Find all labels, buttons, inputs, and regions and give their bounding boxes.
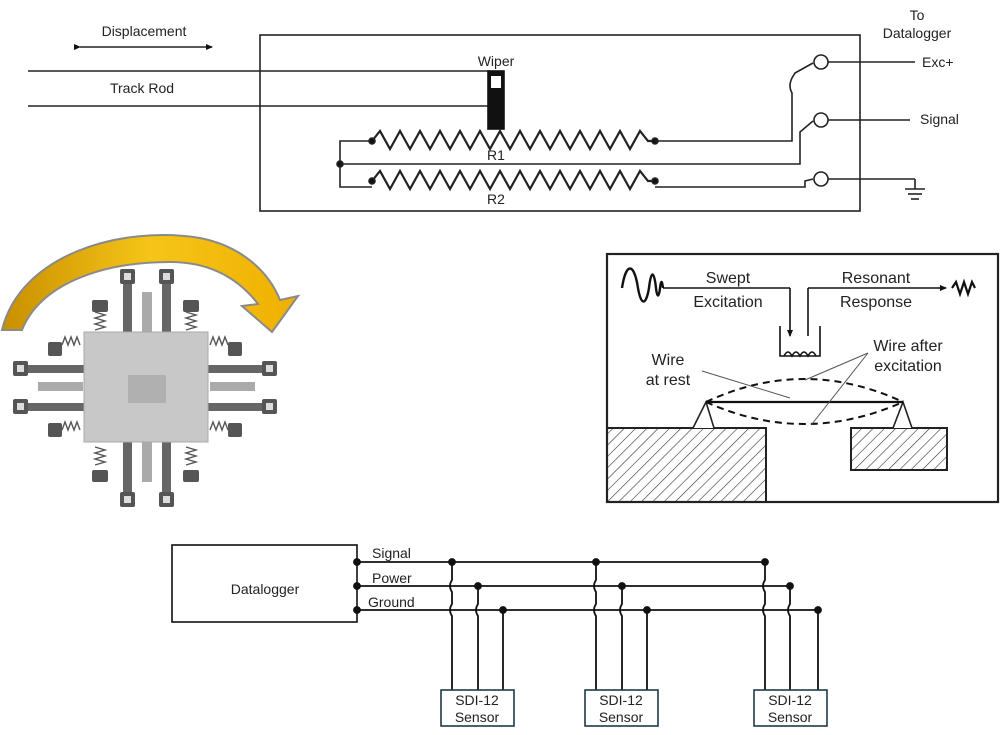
ground-wire — [655, 178, 814, 188]
track-rod-label: Track Rod — [110, 80, 174, 96]
wire-excited — [705, 378, 904, 425]
sdi12-sensor-1 — [440, 689, 515, 727]
potentiometer-labels: Displacement Track Rod Wiper R1 R2 To Da… — [102, 7, 959, 207]
datalogger-label: Datalogger — [231, 581, 300, 597]
wire-after-line2: excitation — [874, 358, 942, 375]
rotation-arrow-icon — [0, 234, 301, 334]
chip-center — [128, 375, 166, 403]
to-datalogger-line2: Datalogger — [883, 25, 952, 41]
ground-icon — [905, 179, 925, 200]
sensor-1-line2: Sensor — [455, 709, 500, 725]
right-block — [850, 427, 948, 471]
sensor-1-line1: SDI-12 — [455, 692, 499, 708]
ground-terminal — [813, 171, 829, 187]
left-block — [606, 427, 767, 503]
response-waveform-icon — [951, 278, 976, 298]
sdi12-sensor-3 — [753, 689, 828, 727]
potentiometer-housing — [259, 34, 861, 212]
exc-terminal — [813, 54, 829, 70]
sensor-2-line1: SDI-12 — [599, 692, 643, 708]
signal-terminal — [813, 112, 829, 128]
r2-label: R2 — [487, 191, 505, 207]
vibrating-wire-labels: Swept Excitation Resonant Response Wire … — [646, 270, 944, 389]
potentiometer-diagram — [28, 34, 925, 212]
r1-label: R1 — [487, 147, 505, 163]
displacement-label: Displacement — [102, 23, 187, 39]
signal-wire — [340, 120, 814, 165]
swept-line2: Excitation — [693, 294, 762, 311]
sdi12-labels: Datalogger Signal Power Ground SDI-12 Se… — [231, 545, 813, 725]
sdi12-sensor-2 — [584, 689, 659, 727]
swept-line1: Swept — [706, 270, 751, 287]
resonant-line1: Resonant — [842, 270, 911, 287]
wiper-window — [491, 76, 501, 88]
rotation-chip-illustration — [0, 234, 301, 507]
vibrating-wire-diagram — [605, 252, 1000, 504]
wire-rest-line2: at rest — [646, 372, 691, 389]
signal-label: Signal — [920, 111, 959, 127]
resistor-r1 — [371, 128, 655, 152]
sensor-3-line1: SDI-12 — [768, 692, 812, 708]
wire-after-line1: Wire after — [873, 338, 943, 355]
exc-label: Exc+ — [922, 54, 954, 70]
sensor-3-line2: Sensor — [768, 709, 813, 725]
sensor-2-line2: Sensor — [599, 709, 644, 725]
to-datalogger-line1: To — [910, 7, 925, 23]
wire-rest-line1: Wire — [652, 352, 685, 369]
exc-wire — [655, 62, 814, 142]
signal-bus-label: Signal — [372, 545, 411, 561]
coil-icon — [779, 326, 821, 358]
resonant-line2: Response — [840, 294, 912, 311]
sdi12-diagram — [171, 544, 828, 727]
power-bus-label: Power — [372, 570, 412, 586]
ground-bus-label: Ground — [368, 594, 415, 610]
resistor-r2 — [371, 168, 655, 192]
wiper-label: Wiper — [478, 53, 515, 69]
swept-waveform-icon — [620, 267, 665, 303]
